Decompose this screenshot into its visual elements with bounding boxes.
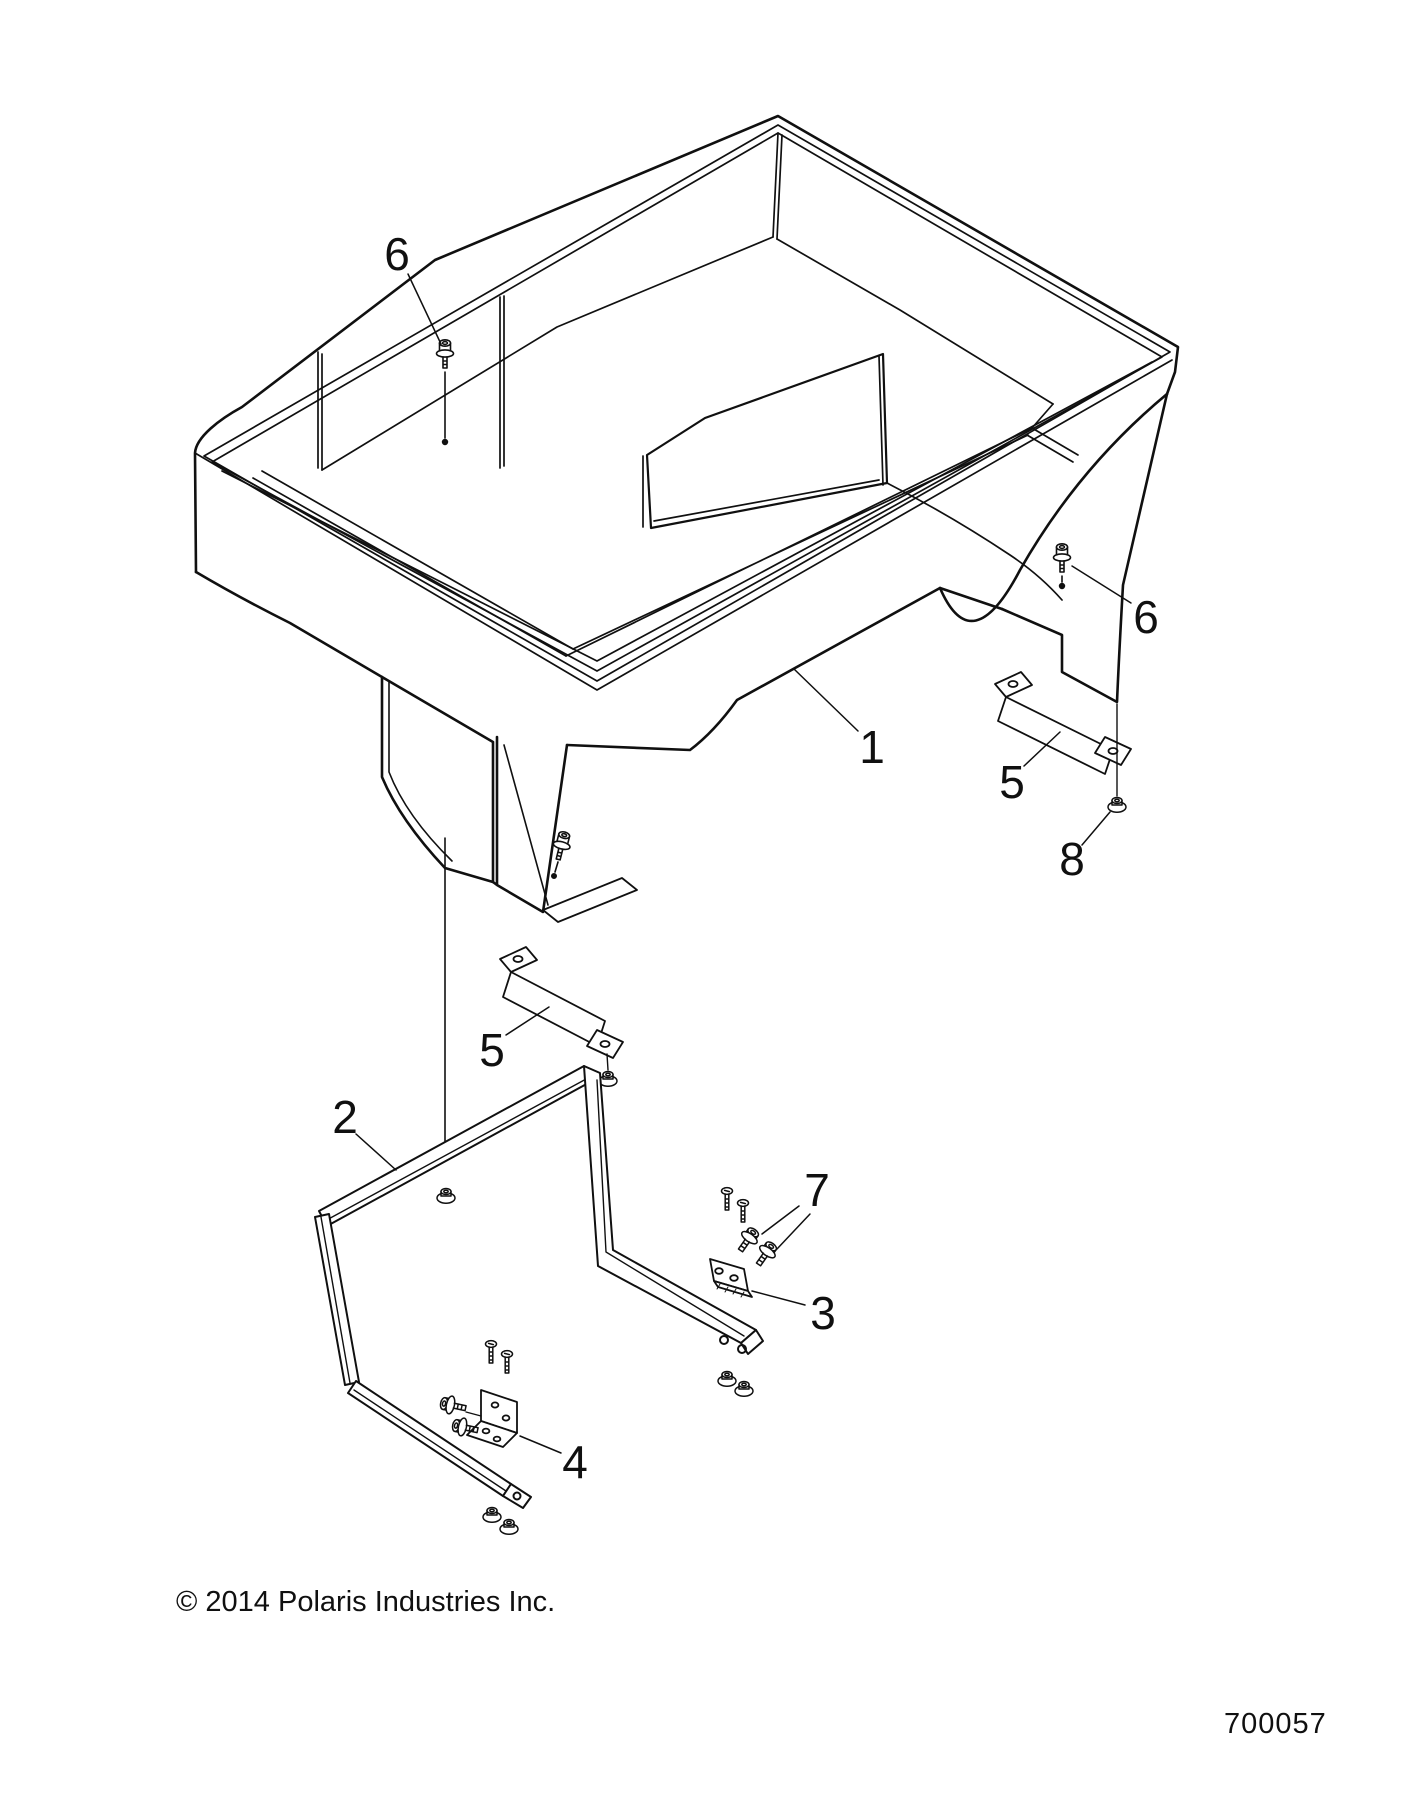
box-skirt-inner	[388, 681, 453, 862]
leader-5-left	[505, 1006, 550, 1036]
bolt-under-pedestal	[549, 829, 575, 879]
drawing-number-text: 700057	[1224, 1708, 1327, 1740]
nut-8	[1107, 796, 1127, 813]
cargo-box-body	[193, 114, 1180, 923]
callout-8: 8	[1059, 833, 1085, 885]
nut-under-frame-top	[436, 1187, 456, 1204]
bracket-3	[709, 1258, 753, 1298]
bolt-6-left	[435, 338, 455, 1154]
bracket-4	[465, 1389, 518, 1448]
leader-4	[519, 1435, 562, 1454]
callout-5-right: 5	[999, 756, 1025, 808]
nut-below-bracket-3a	[717, 1370, 737, 1387]
leader-7b	[776, 1213, 811, 1250]
box-front-bottom	[194, 570, 384, 679]
nut-below-frame-a	[482, 1506, 502, 1523]
callout-4: 4	[562, 1436, 588, 1488]
screws-near-bracket-3	[720, 1186, 750, 1223]
bolts-item-7	[732, 1223, 782, 1271]
box-outline-top	[193, 114, 1180, 574]
cargo-box-interior	[252, 132, 1079, 657]
callout-5-left: 5	[479, 1024, 505, 1076]
nut-below-bracket-3b	[734, 1380, 754, 1397]
box-wing-curve	[938, 392, 1169, 623]
box-pedestal-plate	[542, 877, 638, 923]
callout-3: 3	[810, 1287, 836, 1339]
leader-6-right	[1071, 565, 1132, 604]
leader-5-right	[1023, 731, 1061, 767]
bolts-near-bracket-4	[438, 1393, 481, 1440]
box-skirt	[380, 675, 495, 884]
leader-8	[1081, 811, 1111, 846]
leader-2	[355, 1133, 397, 1171]
screws-near-bracket-4	[484, 1339, 514, 1374]
copyright-text: © 2014 Polaris Industries Inc.	[176, 1586, 556, 1618]
leader-3	[751, 1290, 806, 1306]
box-pedestal	[491, 735, 569, 914]
callout-1: 1	[859, 721, 885, 773]
cargo-box-rim	[194, 124, 1173, 691]
callout-2: 2	[332, 1091, 358, 1143]
leader-7a	[761, 1205, 800, 1235]
box-underside	[565, 586, 1004, 752]
callout-6-right: 6	[1133, 591, 1159, 643]
callout-7: 7	[804, 1164, 830, 1216]
box-wing-right-edge	[1000, 392, 1169, 704]
callout-6-left: 6	[384, 228, 410, 280]
mount-strap-left	[499, 946, 624, 1071]
support-frame	[314, 1065, 764, 1509]
nut-below-frame-b	[499, 1518, 519, 1535]
callout-leaders	[355, 273, 1132, 1454]
bolt-6-right	[1052, 542, 1072, 590]
leader-6-left	[407, 273, 442, 345]
leader-1	[793, 668, 859, 732]
flange-nuts	[436, 796, 1127, 1535]
box-pedestal-inner	[503, 744, 549, 906]
